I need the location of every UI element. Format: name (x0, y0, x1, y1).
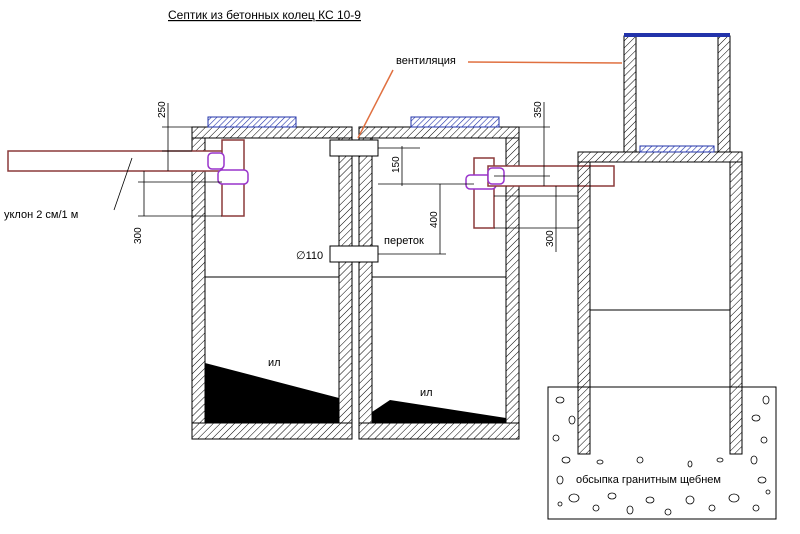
sludge-layer-1 (205, 363, 339, 423)
slope-label: уклон 2 см/1 м (4, 209, 78, 221)
dimension-300-right: 300 (545, 230, 556, 247)
dimension-400: 400 (429, 211, 440, 228)
dimension-lines (138, 102, 578, 255)
sludge-layer-2 (372, 400, 506, 423)
ventilation-leader-right (467, 61, 623, 64)
overflow-pipe (329, 245, 379, 263)
dimension-350: 350 (533, 101, 544, 118)
dimension-250: 250 (157, 101, 168, 118)
overflow-label: переток (384, 235, 424, 247)
gravel-stones (552, 395, 771, 516)
sludge-label-1: ил (268, 357, 281, 369)
sludge-label-2: ил (420, 387, 433, 399)
inlet-pipe (7, 139, 249, 217)
chamber-1 (191, 116, 353, 440)
pipe-diameter-label: ∅110 (296, 250, 323, 262)
filtration-well (547, 33, 777, 520)
ventilation-leader-left (357, 69, 394, 139)
dimension-300-left: 300 (133, 227, 144, 244)
ventilation-pipe (329, 139, 379, 157)
riser-base-lid (639, 145, 715, 153)
chamber-2 (358, 116, 520, 440)
riser-top-lid (624, 33, 730, 37)
lid-1 (207, 116, 297, 128)
ventilation-label: вентиляция (396, 55, 456, 67)
dimension-150: 150 (391, 156, 402, 173)
lid-2 (410, 116, 500, 128)
gravel-label: обсыпка гранитным щебнем (576, 474, 721, 486)
outlet-pipe (465, 157, 615, 229)
diagram-title: Септик из бетонных колец КС 10-9 (168, 8, 361, 22)
slope-leader (113, 157, 133, 211)
